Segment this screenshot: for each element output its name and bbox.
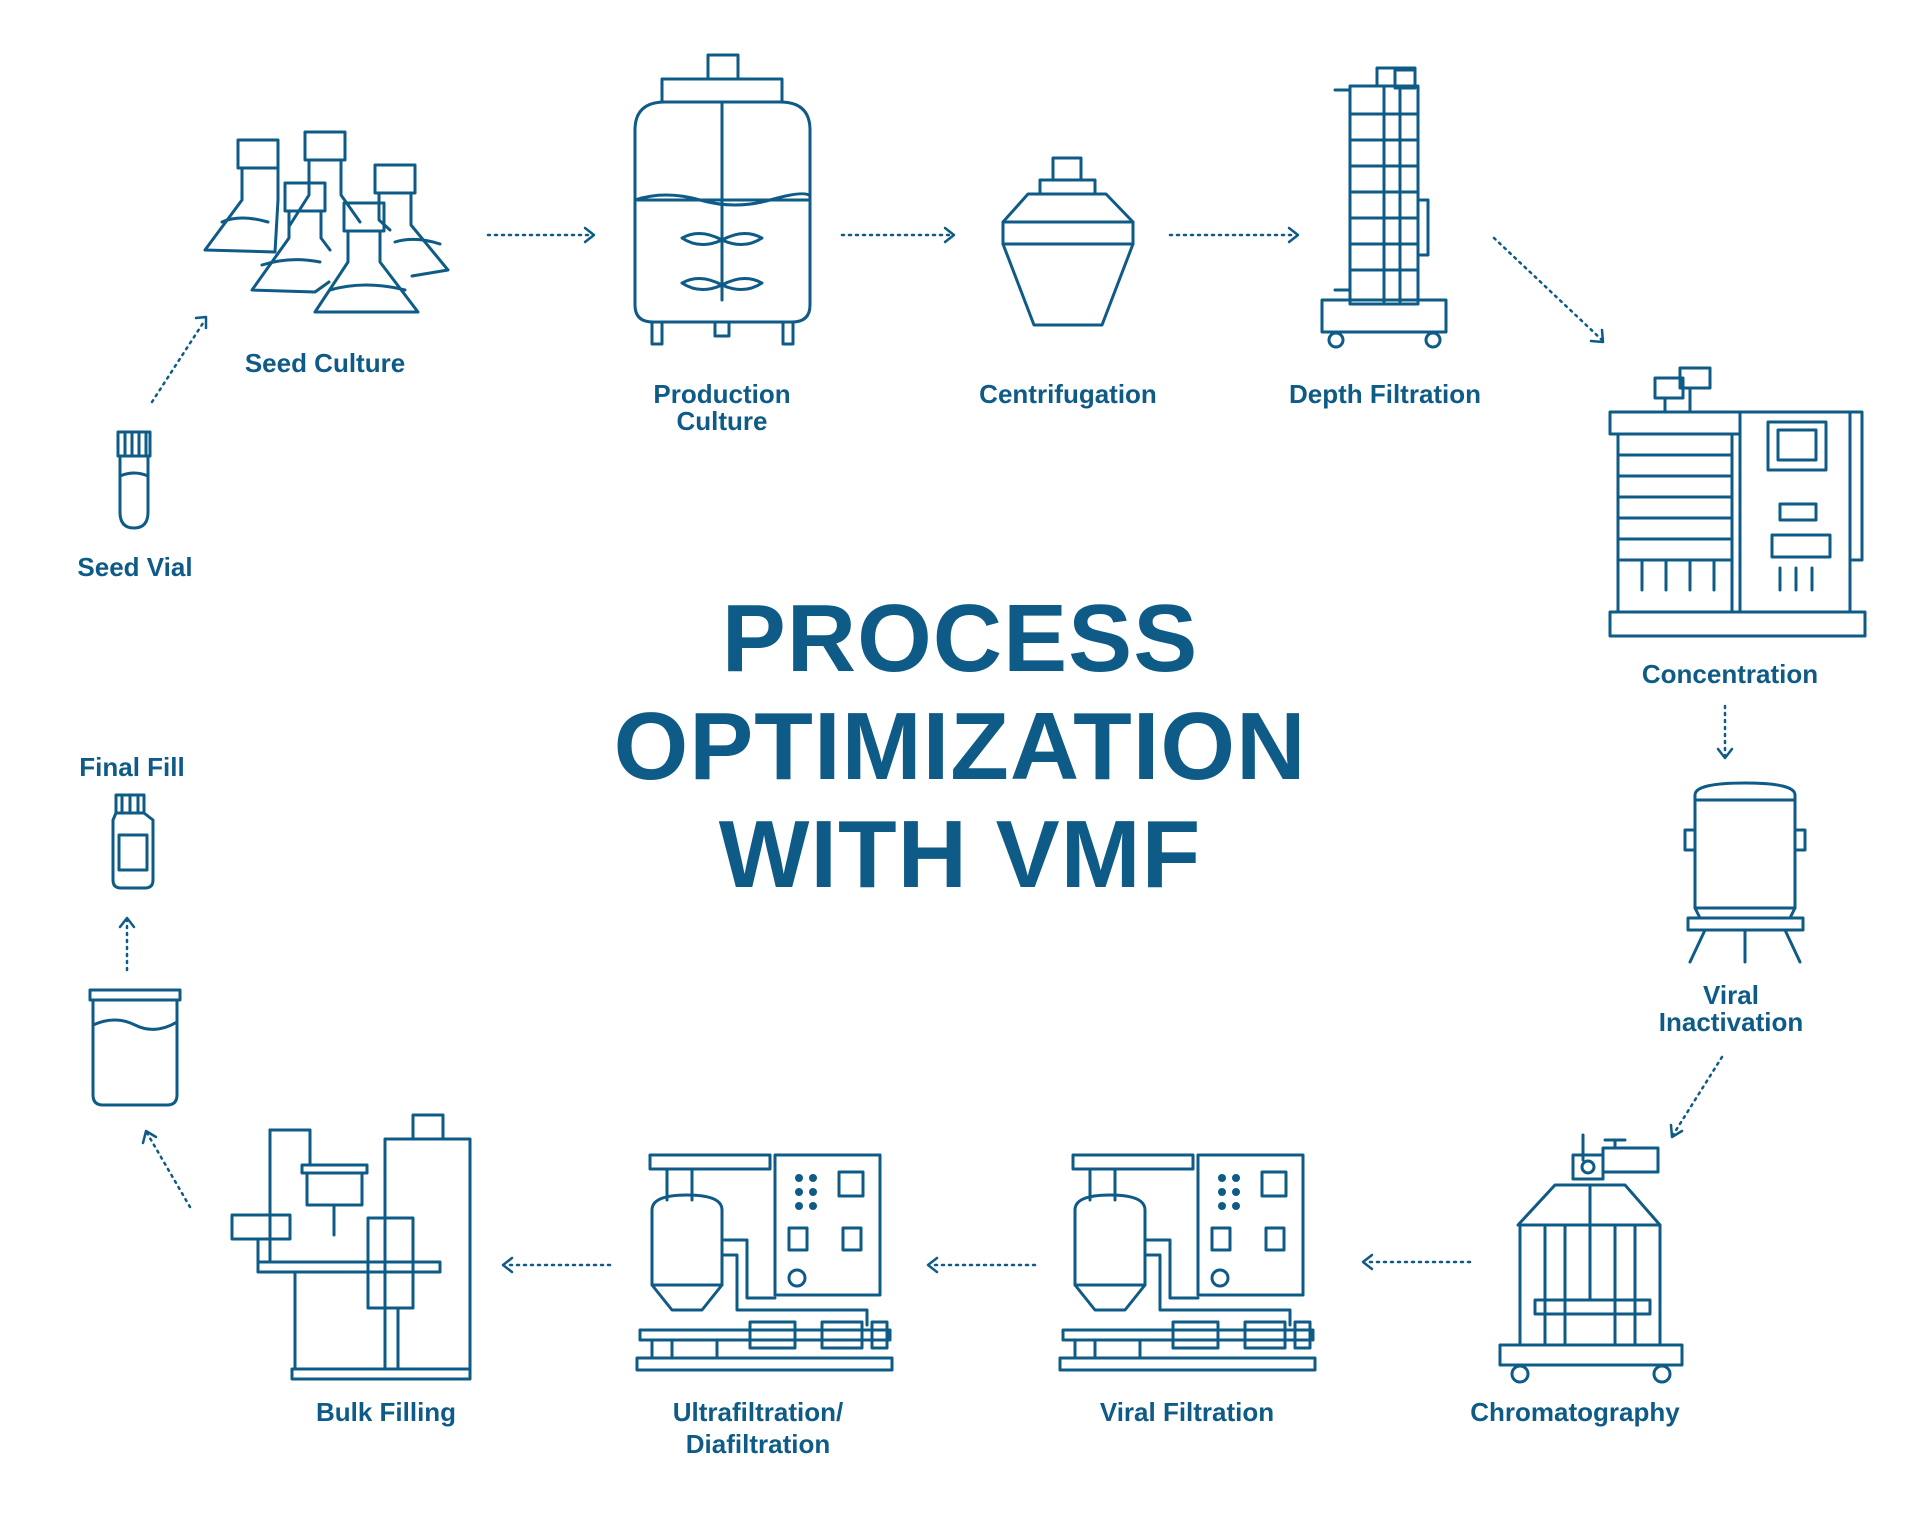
- label-production-culture-line-2: Culture: [676, 406, 768, 436]
- label-ultrafiltration-line-1: Ultrafiltration/: [672, 1397, 844, 1427]
- label-viral-inactivation-line-2: Inactivation: [1658, 1007, 1804, 1037]
- title-line-3: WITH VMF: [718, 801, 1202, 908]
- title-line-2: OPTIMIZATION: [613, 693, 1307, 800]
- bulk-container-icon: [88, 988, 182, 1107]
- label-production-culture-line-1: Production: [653, 379, 791, 409]
- seed-culture-icon: [203, 130, 450, 314]
- depth-filtration-icon: [1320, 66, 1448, 349]
- centrifugation-icon: [1001, 156, 1135, 327]
- label-chromatography: Chromatography: [1470, 1397, 1680, 1427]
- chromatography-icon: [1498, 1133, 1684, 1384]
- viral-inactivation-icon: [1683, 781, 1807, 964]
- seed-vial-icon: [116, 430, 152, 530]
- label-viral-inactivation-line-1: Viral: [1703, 980, 1759, 1010]
- viral-filtration-icon: [1058, 1153, 1317, 1372]
- title-line-1: PROCESS: [721, 585, 1199, 692]
- bulk-filling-icon: [230, 1113, 472, 1381]
- label-bulk-filling: Bulk Filling: [315, 1397, 457, 1427]
- concentration-icon: [1608, 366, 1867, 638]
- label-ultrafiltration-line-2: Diafiltration: [685, 1429, 831, 1459]
- label-centrifugation: Centrifugation: [979, 379, 1157, 409]
- flow-arrows: [118, 226, 1734, 1274]
- production-culture-icon: [633, 53, 812, 346]
- final-fill-icon: [111, 793, 155, 890]
- label-depth-filtration: Depth Filtration: [1288, 379, 1482, 409]
- label-final-fill: Final Fill: [79, 752, 185, 782]
- label-concentration: Concentration: [1641, 659, 1819, 689]
- ultrafiltration-icon: [635, 1153, 894, 1372]
- label-seed-culture: Seed Culture: [244, 348, 406, 378]
- label-viral-filtration: Viral Filtration: [1099, 1397, 1275, 1427]
- label-seed-vial: Seed Vial: [77, 552, 193, 582]
